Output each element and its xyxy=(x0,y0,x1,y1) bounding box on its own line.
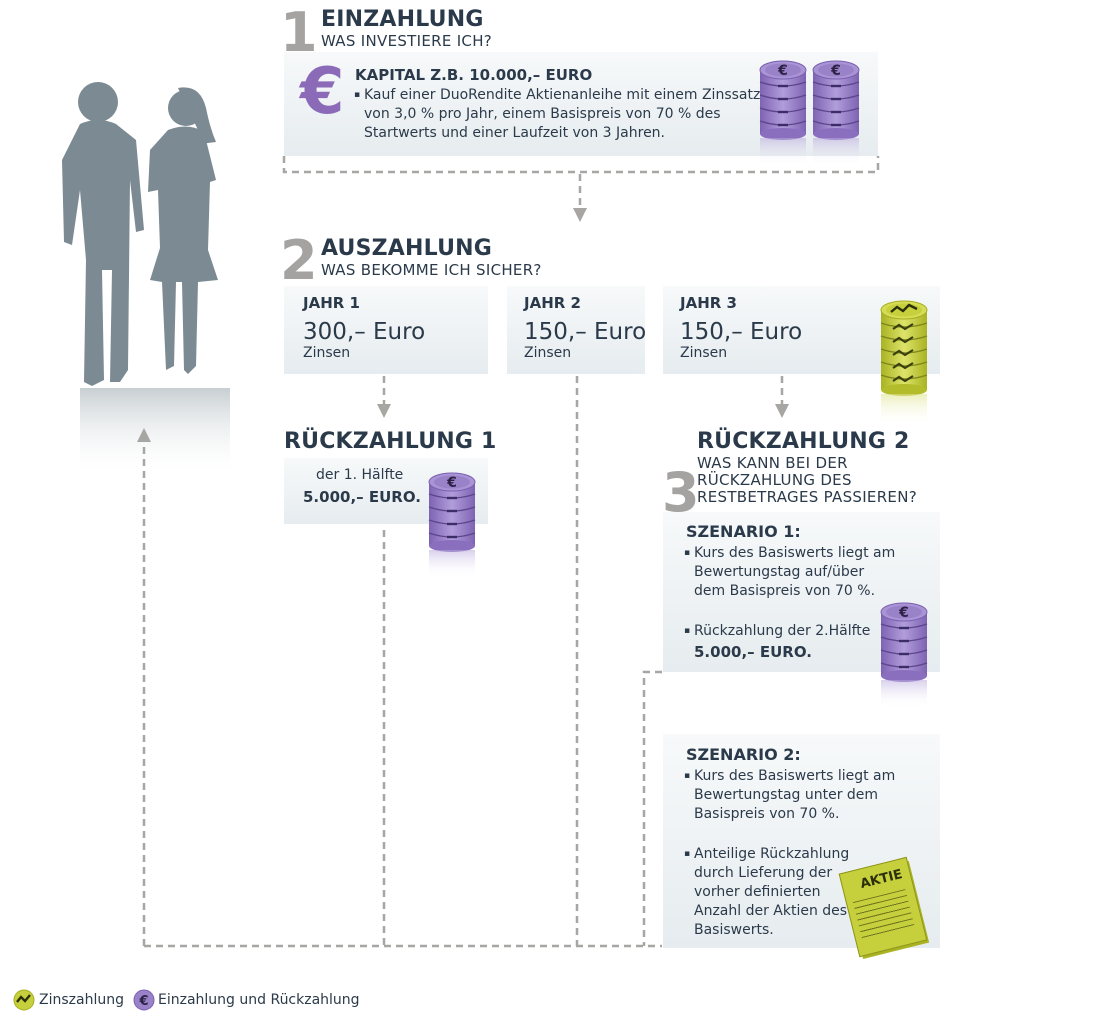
repayment1-title: RÜCKZAHLUNG 1 xyxy=(284,429,497,454)
euro-coin-stack-icon xyxy=(758,56,808,166)
step2-subtitle: WAS BEKOMME ICH SICHER? xyxy=(321,261,542,279)
svg-text:€: € xyxy=(138,994,148,1009)
legend-payment-label: Einzahlung und Rückzahlung xyxy=(158,992,360,1008)
scenario2-bullet2-line-4: Anzahl der Aktien des xyxy=(694,903,848,919)
legend-interest-label: Zinszahlung xyxy=(39,992,124,1008)
scenario2-bullet2-line-2: durch Lieferung der xyxy=(694,865,833,881)
scenario1-bullet1-line-1: Kurs des Basiswerts liegt am xyxy=(684,544,895,563)
scenario1-bullet1: Kurs des Basiswerts liegt am Bewertungst… xyxy=(684,544,895,601)
year-2-note: Zinsen xyxy=(524,345,572,361)
scenario2-bullet2-line-1: Anteilige Rückzahlung xyxy=(684,845,849,864)
euro-icon: € xyxy=(300,55,345,129)
step-number-3: 3 xyxy=(662,461,700,524)
scenario2-bullet2-line-3: vorher definierten xyxy=(694,884,821,900)
step3-subtitle-line-3: RESTBETRAGES PASSIEREN? xyxy=(697,488,917,506)
capital-line-3: Startwerts und einer Laufzeit von 3 Jahr… xyxy=(364,125,665,141)
scenario2-bullet2-line-5: Basiswerts. xyxy=(694,922,774,938)
scenario2-bullet2: Anteilige Rückzahlung durch Lieferung de… xyxy=(684,845,849,940)
year-1-panel xyxy=(284,286,488,374)
repayment2-title: RÜCKZAHLUNG 2 xyxy=(697,429,910,454)
year-2-label: JAHR 2 xyxy=(524,294,581,312)
scenario2-title: SZENARIO 2: xyxy=(686,745,801,764)
scenario1-bullet2: Rückzahlung der 2.Hälfte xyxy=(684,622,870,641)
scenario1-amount: 5.000,– EURO. xyxy=(694,643,812,661)
scenario2-bullet1-line-1: Kurs des Basiswerts liegt am xyxy=(684,767,895,786)
step3-subtitle-line-1: WAS KANN BEI DER xyxy=(697,454,848,472)
repayment1-line1: der 1. Hälfte xyxy=(316,467,404,483)
step-number-1: 1 xyxy=(280,1,318,64)
repayment1-amount: 5.000,– EURO. xyxy=(303,488,421,506)
year-3-amount: 150,– Euro xyxy=(680,319,803,345)
step3-subtitle: WAS KANN BEI DER RÜCKZAHLUNG DES RESTBET… xyxy=(697,455,917,506)
scenario1-bullet1-line-3: dem Basispreis von 70 %. xyxy=(694,583,876,599)
step2-title: AUSZAHLUNG xyxy=(321,236,493,261)
step-number-2: 2 xyxy=(280,229,318,292)
scenario2-bullet1: Kurs des Basiswerts liegt am Bewertungst… xyxy=(684,767,895,824)
couple-silhouette-icon xyxy=(62,82,230,478)
capital-line-2: von 3,0 % pro Jahr, einem Basispreis von… xyxy=(364,106,721,122)
year-1-label: JAHR 1 xyxy=(303,294,360,312)
interest-coin-stack-icon xyxy=(879,296,929,426)
interest-legend-icon xyxy=(13,989,35,1011)
scenario1-title: SZENARIO 1: xyxy=(686,522,801,541)
year-1-amount: 300,– Euro xyxy=(303,319,426,345)
capital-description: Kauf einer DuoRendite Aktienanleihe mit … xyxy=(354,86,764,143)
year-3-note: Zinsen xyxy=(680,345,728,361)
up-arrow-icon xyxy=(137,428,151,442)
capital-heading: KAPITAL Z.B. 10.000,– EURO xyxy=(355,66,593,84)
scenario1-bullet1-line-2: Bewertungstag auf/über xyxy=(694,564,865,580)
year-2-amount: 150,– Euro xyxy=(524,319,647,345)
scenario2-bullet1-line-2: Bewertungstag unter dem xyxy=(694,787,879,803)
euro-coin-stack-icon xyxy=(879,598,929,708)
down-arrow-icon xyxy=(377,208,789,418)
year-2-panel xyxy=(507,286,645,374)
year-3-label: JAHR 3 xyxy=(680,294,737,312)
step1-title: EINZAHLUNG xyxy=(321,7,484,32)
euro-coin-stack-icon xyxy=(811,56,861,166)
stock-document-icon: AKTIE xyxy=(838,856,932,960)
scenario2-bullet1-line-3: Basispreis von 70 %. xyxy=(694,806,840,822)
euro-coin-stack-icon xyxy=(427,468,477,578)
step1-subtitle: WAS INVESTIERE ICH? xyxy=(321,32,493,50)
euro-legend-icon: € xyxy=(133,989,155,1011)
year-1-note: Zinsen xyxy=(303,345,351,361)
step3-subtitle-line-2: RÜCKZAHLUNG DES xyxy=(697,471,852,489)
capital-line-1: Kauf einer DuoRendite Aktienanleihe mit … xyxy=(354,86,764,105)
